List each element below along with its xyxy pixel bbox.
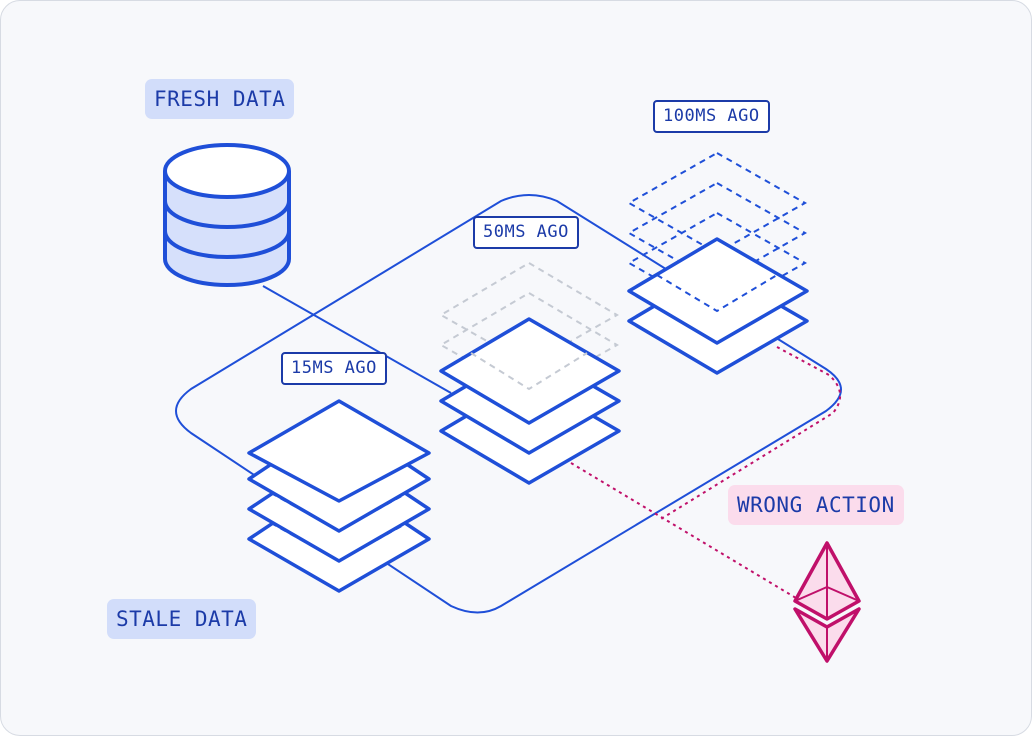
tag-15ms-ago: 15MS AGO xyxy=(281,352,387,385)
wrong-action-line-1 xyxy=(570,462,802,602)
stale-data-label: STALE DATA xyxy=(107,599,257,639)
connector-line xyxy=(262,285,452,394)
wrong-action-label: WRONG ACTION xyxy=(728,485,904,525)
tag-100ms-ago: 100MS AGO xyxy=(653,100,770,133)
layer-stack-100ms xyxy=(627,237,809,375)
layer-stack-50ms xyxy=(439,317,621,485)
database-icon xyxy=(163,143,291,287)
path-loop xyxy=(175,194,842,614)
layer-stack-15ms xyxy=(247,399,431,593)
tag-50ms-ago: 50MS AGO xyxy=(473,216,579,249)
ethereum-icon xyxy=(793,541,861,663)
fresh-data-label: FRESH DATA xyxy=(145,79,295,119)
